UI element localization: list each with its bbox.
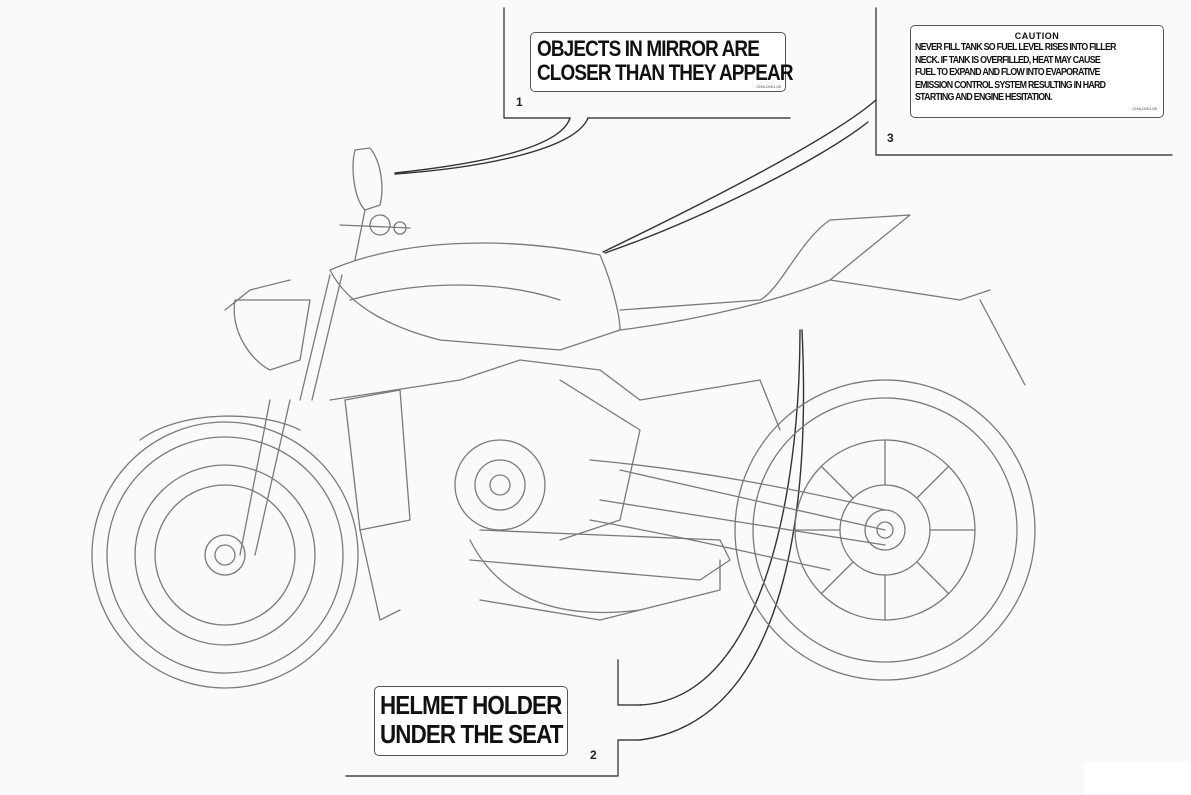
helmet-holder-label: HELMET HOLDER UNDER THE SEAT (374, 686, 568, 756)
caution-line: NEVER FILL TANK SO FUEL LEVEL RISES INTO… (915, 42, 1116, 53)
caution-label-part-code: CHA-0001-00 (1132, 106, 1157, 111)
fuel-tank (329, 242, 621, 351)
mirror-warning-line-2: CLOSER THAN THEY APPEAR (537, 60, 794, 85)
fuel-caution-label: CAUTION NEVER FILL TANK SO FUEL LEVEL RI… (910, 25, 1164, 118)
engine (329, 359, 781, 614)
mirror-warning-line-1: OBJECTS IN MIRROR ARE (537, 36, 760, 61)
caution-line: NECK. IF TANK IS OVERFILLED, HEAT MAY CA… (915, 54, 1101, 66)
front-fork (139, 274, 343, 556)
callout-3-frame (875, 7, 1173, 156)
blank-corner (1084, 762, 1191, 795)
caution-body: NEVER FILL TANK SO FUEL LEVEL RISES INTO… (915, 42, 1116, 105)
callout-number-3: 3 (887, 131, 894, 145)
swingarm (589, 459, 886, 571)
callout-number-1: 1 (516, 95, 523, 109)
front-wheel (91, 421, 359, 689)
headlight-front (224, 279, 311, 371)
radiator (344, 389, 411, 621)
helmet-label-line-2: UNDER THE SEAT (380, 719, 563, 749)
callout-2-frame (345, 659, 641, 777)
caution-title: CAUTION (1014, 31, 1060, 41)
caution-line: FUEL TO EXPAND AND FLOW INTO EVAPORATIVE (915, 67, 1100, 78)
caution-line: STARTING AND ENGINE HESITATION. (915, 92, 1052, 103)
callout-number-2: 2 (590, 748, 597, 762)
caution-line: EMISSION CONTROL SYSTEM RESULTING IN HAR… (915, 79, 1106, 91)
callout-1-frame (503, 7, 791, 119)
exhaust (469, 529, 731, 621)
mirror-label-part-code: CHA-0001-00 (756, 84, 781, 89)
seat-tail (619, 214, 1026, 386)
mirror-warning-label: OBJECTS IN MIRROR ARE CLOSER THAN THEY A… (530, 32, 794, 92)
leader-lines (394, 99, 877, 741)
mirror (339, 147, 411, 261)
helmet-label-line-1: HELMET HOLDER (380, 690, 562, 720)
